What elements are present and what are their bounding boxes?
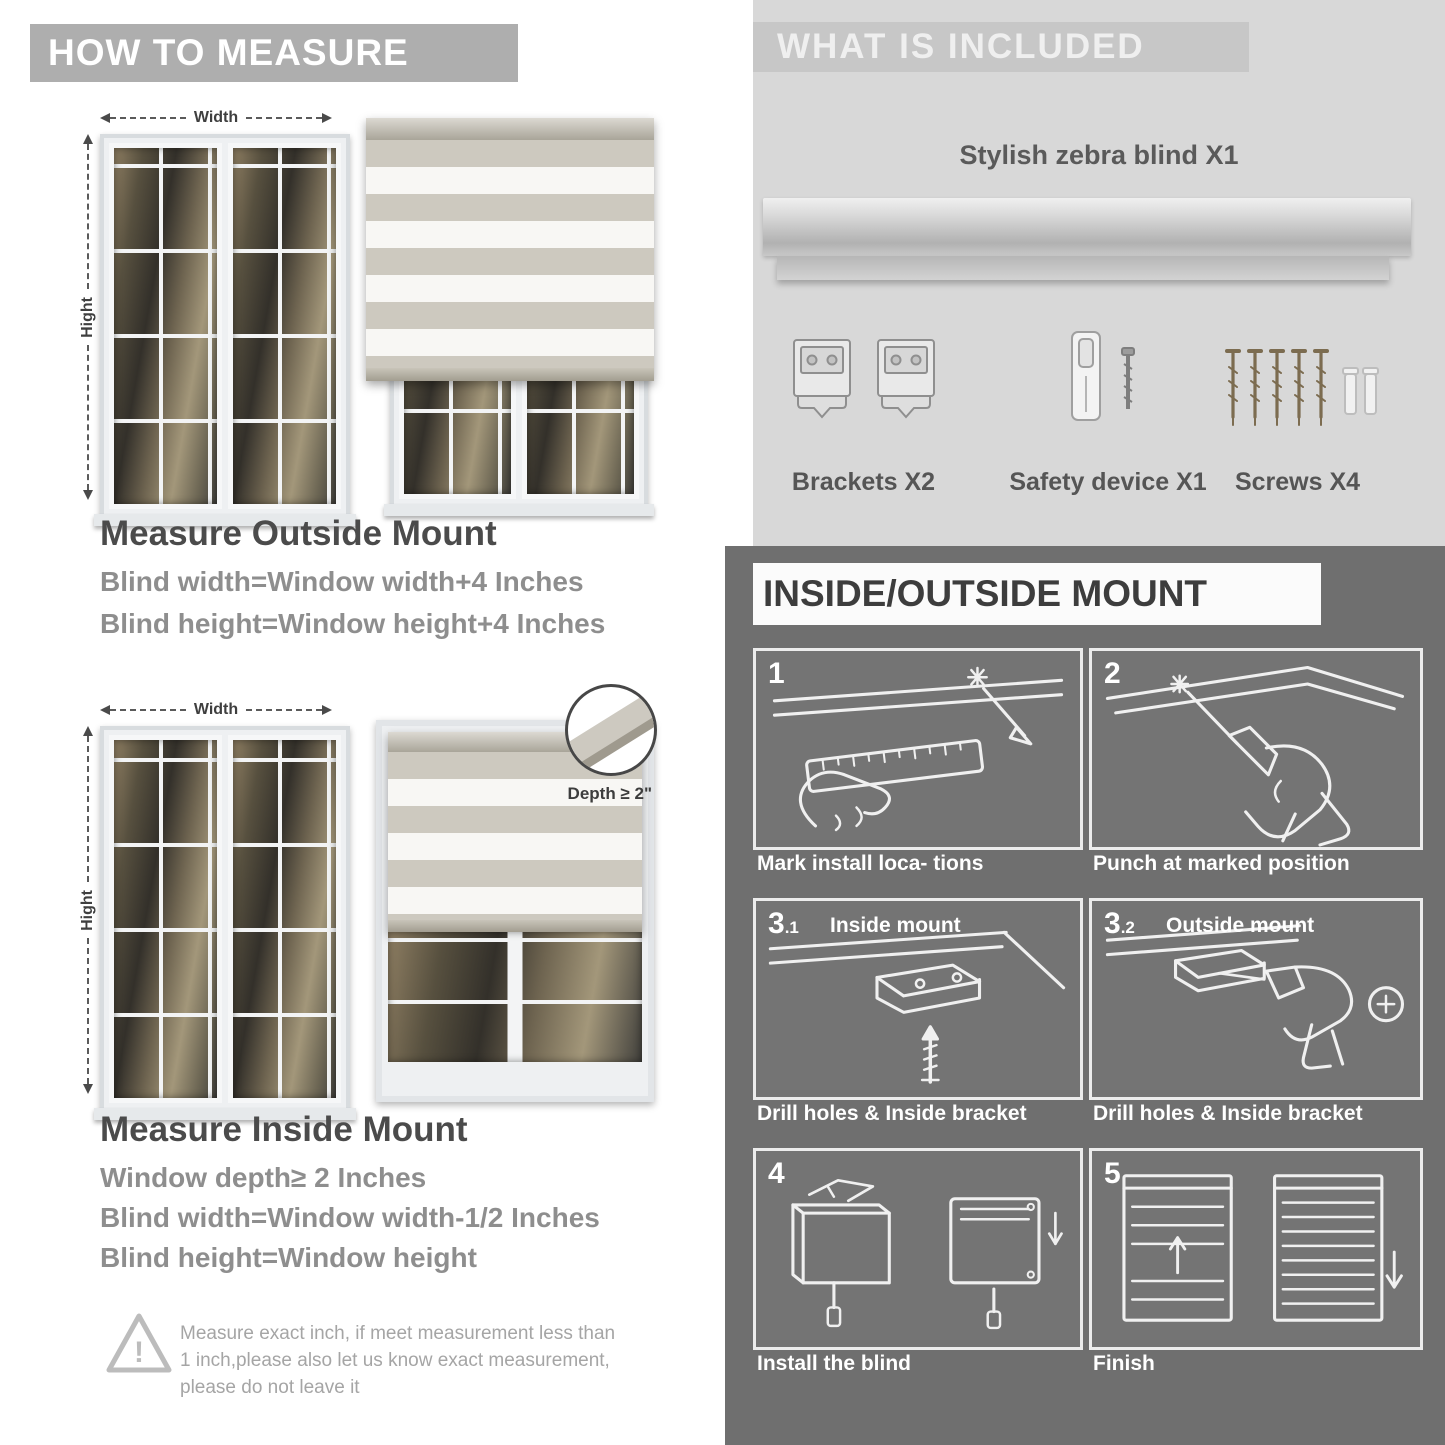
step-number: 1 bbox=[768, 657, 785, 690]
inside-height-formula: Blind height=Window height bbox=[100, 1242, 477, 1273]
window-sill bbox=[94, 514, 356, 526]
step4-install-illustration bbox=[791, 1178, 1063, 1330]
step-panel-2: 2 bbox=[1089, 648, 1423, 850]
step-title: Inside mount bbox=[830, 914, 961, 937]
window-sash bbox=[228, 143, 341, 509]
step-panel-3-2: 3.2 Outside mount bbox=[1089, 898, 1423, 1100]
measurement-note: Measure exact inch, if meet measurement … bbox=[180, 1323, 616, 1398]
mount-section: INSIDE/OUTSIDE MOUNT bbox=[725, 546, 1445, 1445]
step-panel-3-1: 3.1 Inside mount bbox=[753, 898, 1083, 1100]
blind-stripes bbox=[366, 140, 654, 368]
step2-drill-illustration bbox=[1105, 665, 1405, 847]
window-sash bbox=[109, 143, 222, 509]
mount-banner: INSIDE/OUTSIDE MOUNT bbox=[753, 563, 1321, 625]
included-banner: WHAT IS INCLUDED bbox=[753, 22, 1249, 72]
step-number: 3.1 bbox=[768, 907, 799, 940]
outside-width-formula: Blind width=Window width+4 Inches bbox=[100, 566, 584, 597]
included-section: WHAT IS INCLUDED Stylish zebra blind X1 bbox=[753, 0, 1445, 546]
safety-device-label: Safety device X1 bbox=[1009, 468, 1207, 496]
step-panel-5: 5 bbox=[1089, 1148, 1423, 1350]
arrow-up-icon bbox=[83, 134, 93, 144]
width-arrow: Width bbox=[100, 700, 332, 720]
screws-icon bbox=[1225, 349, 1379, 427]
zebra-blind-illustration bbox=[366, 118, 654, 381]
outside-mount-diagram: Width Hight bbox=[78, 108, 658, 526]
window-illustration bbox=[94, 726, 356, 1120]
brackets-icon bbox=[793, 339, 935, 418]
headrail-illustration bbox=[763, 198, 1411, 288]
blind-bottomrail bbox=[388, 920, 642, 932]
depth-label: Depth ≥ 2" bbox=[567, 784, 652, 803]
step3-2-drill-bracket-illustration bbox=[1105, 924, 1405, 1070]
blind-stripes bbox=[388, 752, 642, 920]
outside-height-formula: Blind height=Window height+4 Inches bbox=[100, 608, 606, 639]
arrow-right-icon bbox=[322, 113, 332, 123]
svg-text:!: ! bbox=[134, 1336, 144, 1369]
step-number: 3.2 bbox=[1104, 907, 1135, 940]
step-number: 4 bbox=[768, 1157, 785, 1190]
arrow-up-icon bbox=[83, 726, 93, 736]
window-illustration bbox=[94, 134, 356, 526]
height-arrow: Hight bbox=[78, 726, 98, 1094]
blind-inside-illustration bbox=[376, 720, 654, 1102]
inside-mount-heading: Measure Inside Mount bbox=[100, 1110, 468, 1149]
arrow-down-icon bbox=[83, 490, 93, 500]
safety-device-icon bbox=[1071, 331, 1135, 421]
step2-caption: Punch at marked position bbox=[1093, 852, 1350, 875]
depth-callout-circle bbox=[565, 684, 657, 776]
arrow-left-icon bbox=[100, 113, 110, 123]
product-title: Stylish zebra blind X1 bbox=[959, 140, 1239, 170]
width-label: Width bbox=[193, 109, 239, 126]
height-arrow: Hight bbox=[78, 134, 98, 500]
screws-label: Screws X4 bbox=[1234, 468, 1361, 496]
warning-triangle-icon: ! bbox=[106, 1313, 172, 1373]
step-panel-4: 4 bbox=[753, 1148, 1083, 1350]
blind-bottomrail bbox=[366, 368, 654, 381]
inside-mount-diagram: Width Hight Depth ≥ 2" bbox=[78, 684, 658, 1120]
height-label: Hight bbox=[79, 889, 96, 931]
step3-2-caption: Drill holes & Inside bracket bbox=[1093, 1102, 1363, 1125]
arrow-right-icon bbox=[322, 705, 332, 715]
inside-depth-rule: Window depth≥ 2 Inches bbox=[100, 1162, 427, 1193]
step-panel-1: 1 bbox=[753, 648, 1083, 850]
step3-1-bracket-illustration bbox=[768, 930, 1066, 1084]
headrail-valance bbox=[777, 256, 1389, 280]
arrow-down-icon bbox=[83, 1084, 93, 1094]
width-arrow: Width bbox=[100, 108, 332, 128]
step4-caption: Install the blind bbox=[757, 1352, 912, 1375]
step-number: 2 bbox=[1104, 657, 1121, 690]
width-label: Width bbox=[193, 701, 239, 718]
zebra-blind-illustration bbox=[388, 732, 642, 932]
arrow-left-icon bbox=[100, 705, 110, 715]
step1-mark-illustration bbox=[772, 666, 1064, 832]
brackets-label: Brackets X2 bbox=[791, 468, 936, 496]
step1-caption: Mark install loca- tions bbox=[757, 852, 984, 875]
step-title: Outside mount bbox=[1166, 914, 1315, 937]
blind-outside-illustration bbox=[366, 118, 654, 516]
window-panes bbox=[388, 932, 642, 1062]
step3-1-caption: Drill holes & Inside bracket bbox=[757, 1102, 1027, 1125]
step-number: 5 bbox=[1104, 1157, 1121, 1190]
how-to-measure-banner: HOW TO MEASURE bbox=[30, 24, 518, 82]
outside-mount-heading: Measure Outside Mount bbox=[100, 514, 497, 553]
inside-width-formula: Blind width=Window width-1/2 Inches bbox=[100, 1202, 600, 1233]
height-label: Hight bbox=[79, 296, 96, 338]
headrail-bar bbox=[763, 198, 1411, 256]
step5-caption: Finish bbox=[1093, 1352, 1155, 1375]
blind-headrail bbox=[366, 118, 654, 140]
step5-finish-illustration bbox=[1122, 1174, 1403, 1322]
